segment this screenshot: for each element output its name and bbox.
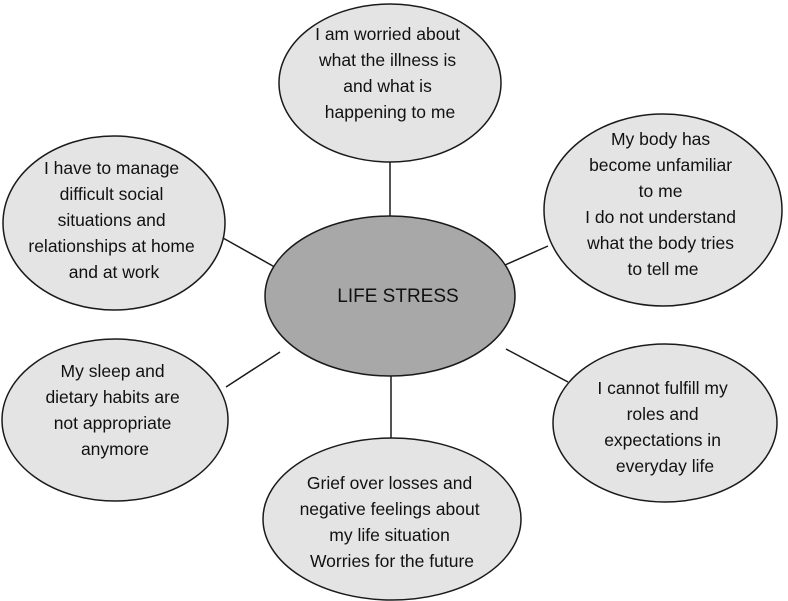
node-body-unfamiliar-line-1: My body has (611, 129, 710, 149)
center-label: LIFE STRESS (337, 286, 458, 307)
connector-body-unfamiliar (504, 245, 549, 266)
node-grief-worries-line-2: negative feelings about (300, 499, 480, 519)
node-roles-expectations: I cannot fulfill my roles and expectatio… (552, 343, 778, 503)
node-social-situations-line-1: I have to manage (44, 158, 179, 178)
node-sleep-diet-line-3: not appropriate (54, 413, 172, 433)
node-social-situations-line-2: difficult social (60, 184, 164, 204)
node-roles-expectations-line-4: everyday life (616, 456, 714, 476)
node-sleep-diet-text: My sleep and dietary habits are not appr… (45, 361, 184, 459)
node-body-unfamiliar-line-2: become unfamiliar (589, 155, 732, 175)
node-social-situations-text: I have to manage difficult social situat… (28, 158, 199, 282)
node-grief-worries-text: Grief over losses and negative feelings … (300, 473, 485, 571)
node-roles-expectations-line-3: expectations in (604, 430, 721, 450)
node-body-unfamiliar-line-3: to me (639, 181, 683, 201)
node-grief-worries-line-3: my life situation (329, 525, 450, 545)
connectors (222, 162, 569, 438)
node-sleep-diet: My sleep and dietary habits are not appr… (1, 338, 229, 502)
node-body-unfamiliar-text: My body has become unfamiliar to me I do… (585, 129, 741, 279)
node-sleep-diet-line-4: anymore (81, 439, 149, 459)
connector-sleep-diet (225, 351, 281, 388)
node-social-situations: I have to manage difficult social situat… (2, 135, 226, 311)
node-social-situations-line-5: and at work (69, 262, 160, 282)
node-social-situations-line-4: relationships at home (28, 236, 194, 256)
node-illness-worry-line-2: what the illness is (318, 50, 456, 70)
node-body-unfamiliar-line-5: what the body tries (586, 233, 734, 253)
node-body-unfamiliar-line-6: to tell me (628, 259, 699, 279)
node-illness-worry: I am worried about what the illness is a… (278, 3, 502, 163)
node-social-situations-line-3: situations and (58, 210, 166, 230)
node-illness-worry-line-4: happening to me (325, 102, 455, 122)
node-roles-expectations-line-1: I cannot fulfill my (597, 378, 728, 398)
node-illness-worry-text: I am worried about what the illness is a… (315, 24, 465, 122)
connector-roles-expectations (505, 348, 569, 383)
node-illness-worry-line-1: I am worried about (315, 24, 460, 44)
node-body-unfamiliar-line-4: I do not understand (585, 207, 736, 227)
node-sleep-diet-line-2: dietary habits are (45, 387, 179, 407)
node-roles-expectations-text: I cannot fulfill my roles and expectatio… (597, 378, 732, 476)
node-roles-expectations-line-2: roles and (627, 404, 699, 424)
node-center: LIFE STRESS (264, 215, 516, 377)
node-body-unfamiliar: My body has become unfamiliar to me I do… (543, 113, 783, 307)
node-sleep-diet-line-1: My sleep and (61, 361, 165, 381)
connector-social-situations (222, 237, 281, 271)
node-grief-worries: Grief over losses and negative feelings … (262, 437, 522, 601)
node-illness-worry-line-3: and what is (343, 76, 432, 96)
node-grief-worries-line-1: Grief over losses and (307, 473, 472, 493)
node-grief-worries-line-4: Worries for the future (310, 551, 474, 571)
